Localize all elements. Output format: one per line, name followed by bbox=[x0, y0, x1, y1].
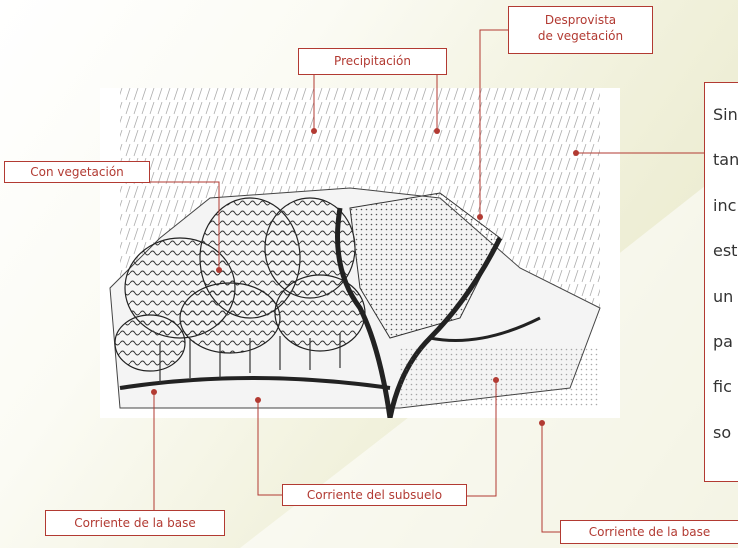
side-text-line: pa bbox=[713, 332, 733, 351]
label-desprovista-line2: de vegetación bbox=[513, 28, 648, 44]
side-text-line: so bbox=[713, 423, 731, 442]
label-corriente-base-right: Corriente de la base bbox=[560, 520, 738, 544]
side-text-line: un bbox=[713, 287, 733, 306]
side-text-line: inc bbox=[713, 196, 736, 215]
side-text-line: fic bbox=[713, 377, 732, 396]
side-text-line: est bbox=[713, 241, 737, 260]
label-desprovista: Desprovista de vegetación bbox=[508, 6, 653, 54]
label-corriente-subsuelo: Corriente del subsuelo bbox=[282, 484, 467, 506]
label-precipitacion: Precipitación bbox=[298, 48, 447, 75]
label-con-vegetacion: Con vegetación bbox=[4, 161, 150, 183]
label-desprovista-line1: Desprovista bbox=[513, 12, 648, 28]
label-corriente-base-left: Corriente de la base bbox=[45, 510, 225, 536]
side-text-box: Sin tan inc est un pa fic so bbox=[704, 82, 738, 482]
side-text-line: tan bbox=[713, 150, 738, 169]
side-text-line: Sin bbox=[713, 105, 738, 124]
